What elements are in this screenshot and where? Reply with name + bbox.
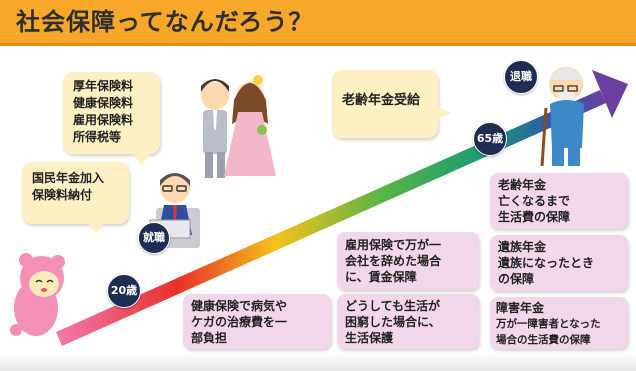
box-old-age-pension: 老齢年金 亡くなるまで 生活費の保障 bbox=[490, 173, 628, 229]
milestone-age-65: 65歳 bbox=[473, 122, 507, 156]
bubble-line: 厚年保険料 bbox=[73, 79, 134, 93]
milestone-age-20: 20歳 bbox=[107, 274, 141, 308]
bubble-line: 老齢年金受給 bbox=[342, 93, 421, 108]
box-line: 健康保険で病気や bbox=[191, 299, 288, 313]
bottom-shadow bbox=[0, 352, 636, 371]
bubble-line: 国民年金加入 bbox=[32, 171, 105, 185]
box-line: 場合の生活費の保障 bbox=[496, 334, 591, 346]
wedding-couple-illustration bbox=[201, 75, 276, 178]
box-line: 万が一障害者となった bbox=[496, 318, 601, 330]
box-line: ケガの治療費を一 bbox=[191, 315, 288, 329]
box-disability-pension: 障害年金 万が一障害者となった 場合の生活費の保障 bbox=[490, 297, 628, 349]
elderly-man-illustration bbox=[540, 67, 584, 167]
box-line: 老齢年金 bbox=[498, 178, 547, 192]
box-line: どうしても生活が bbox=[345, 299, 441, 313]
box-line: 障害年金 bbox=[496, 301, 545, 315]
bubble-deductions: 厚年保険料 健康保険料 雇用保険料 所得税等 bbox=[63, 72, 160, 166]
box-line: の保障 bbox=[498, 272, 535, 286]
box-survivor-pension: 遺族年金 遺族になったとき の保障 bbox=[490, 235, 628, 291]
life-arrow bbox=[56, 70, 628, 346]
box-line: 部負担 bbox=[191, 331, 228, 345]
box-line: 生活保護 bbox=[345, 331, 394, 345]
box-public-assistance: どうしても生活が 困窮した場合に、 生活保護 bbox=[337, 294, 479, 349]
milestone-retirement: 退職 bbox=[504, 60, 538, 94]
box-health-insurance: 健康保険で病気や ケガの治療費を一 部負担 bbox=[183, 294, 331, 349]
header-bar: 社会保障ってなんだろう？ bbox=[0, 0, 636, 46]
bubble-national-pension: 国民年金加入 保険料納付 bbox=[22, 162, 129, 234]
baby-illustration bbox=[10, 253, 65, 336]
bubble-line: 所得税等 bbox=[73, 130, 122, 144]
box-line: に、賃金保障 bbox=[345, 270, 417, 284]
box-line: 困窮した場合に、 bbox=[345, 315, 441, 329]
box-line: 会社を辞めた場合 bbox=[345, 254, 442, 268]
bubble-line: 健康保険料 bbox=[73, 96, 134, 110]
box-employment-insurance: 雇用保険で万が一 会社を辞めた場合 に、賃金保障 bbox=[337, 232, 479, 290]
bubble-old-age-pension: 老齢年金受給 bbox=[332, 70, 452, 138]
box-line: 雇用保険で万が一 bbox=[345, 238, 442, 252]
bubble-line: 雇用保険料 bbox=[73, 113, 134, 127]
box-line: 遺族になったとき bbox=[498, 256, 595, 270]
box-line: 生活費の保障 bbox=[498, 210, 571, 224]
box-line: 亡くなるまで bbox=[498, 194, 571, 208]
milestone-employment: 就職 bbox=[138, 222, 170, 254]
box-line: 遺族年金 bbox=[498, 240, 547, 254]
page-title: 社会保障ってなんだろう？ bbox=[16, 8, 314, 36]
bubble-line: 保険料納付 bbox=[32, 188, 93, 202]
